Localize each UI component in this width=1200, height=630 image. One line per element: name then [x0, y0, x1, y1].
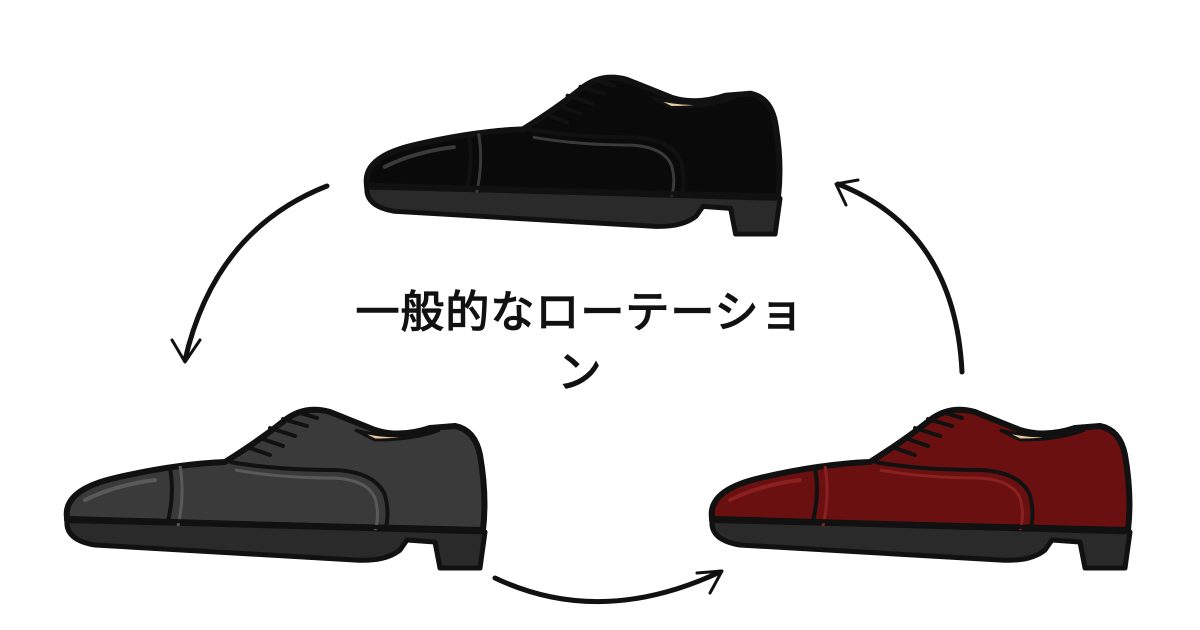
arrow-head-top: [834, 178, 860, 207]
black-oxford-shoe-icon: [363, 74, 783, 237]
arrow-head-left: [170, 338, 202, 364]
arrow-top-to-left: [182, 183, 330, 363]
arrow-right-to-top: [835, 181, 965, 375]
diagram-title: 一般的なローテーション: [355, 287, 805, 398]
burgundy-oxford-shoe-icon: [708, 406, 1133, 571]
arrow-left-to-right: [492, 569, 723, 604]
dark-gray-oxford-shoe-icon: [63, 406, 488, 571]
arrow-head-bottom: [695, 569, 724, 595]
